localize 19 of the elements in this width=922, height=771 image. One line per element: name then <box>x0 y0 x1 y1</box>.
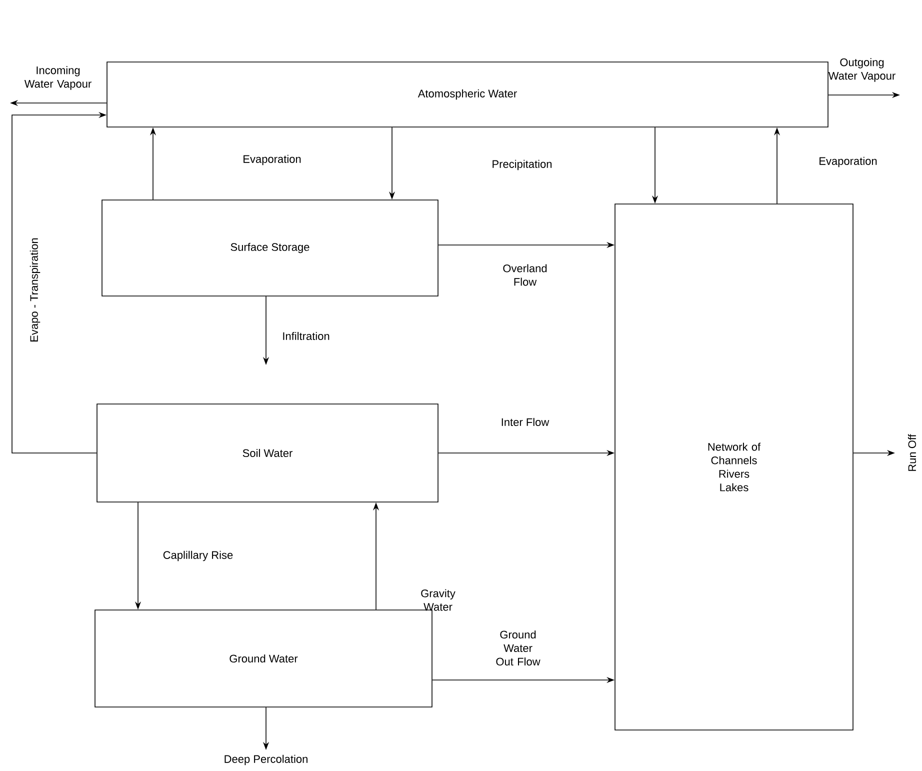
process-box: Soil Water <box>96 404 438 502</box>
edge-label: Inter Flow <box>502 418 550 426</box>
edge-label: Infiltration <box>283 332 330 340</box>
flow-label: Precipitation <box>492 160 552 170</box>
edge-label: Outgoing Water Vapour <box>828 58 896 82</box>
process-box: Surface Storage <box>102 200 438 296</box>
edge-label: Evapo - Transpiration <box>30 238 40 342</box>
edge-label: Gravity Water <box>421 589 456 611</box>
edge-label: Overland Flow <box>503 264 547 286</box>
process-box: Network of Channels Rivers Lakes <box>614 204 854 730</box>
process-box: Atomospheric Water <box>106 62 828 128</box>
edge-label: Ground Water Out Flow <box>496 630 540 666</box>
edge-label: Run Off <box>908 434 916 471</box>
edge-label: Incoming Water Vapour <box>24 66 92 90</box>
edge-label: Caplillary Rise <box>163 550 233 562</box>
edge-label: Evaporation <box>820 156 877 168</box>
process-box: Ground Water <box>94 610 432 708</box>
flow-label: Evaporation <box>244 154 301 166</box>
edge-label: Deep Percolation <box>224 754 308 766</box>
